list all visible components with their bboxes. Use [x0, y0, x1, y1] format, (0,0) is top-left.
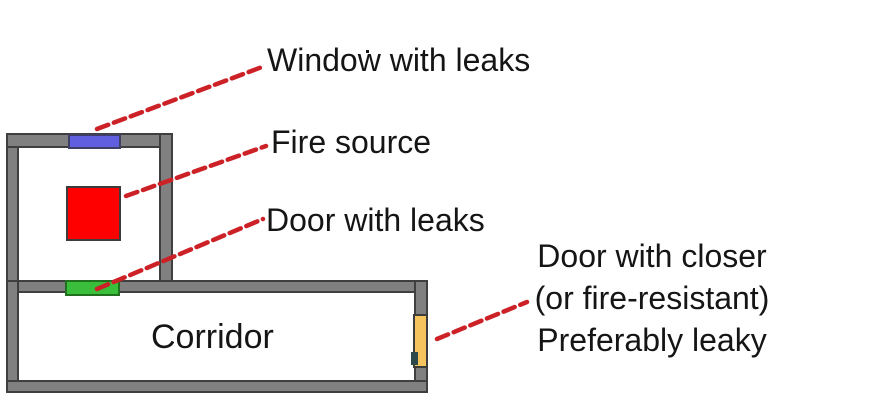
- window-leaks-label: Window with leaks: [267, 42, 531, 78]
- room-left-wall: [6, 133, 19, 293]
- stray-mark: [366, 50, 369, 53]
- door-closer-leader-line: [434, 299, 530, 342]
- door-leaks-label: Door with leaks: [266, 202, 485, 238]
- door-closer-label-line1: Door with closer: [537, 238, 767, 274]
- annotation-lines: [94, 64, 530, 342]
- window-leader-line: [94, 64, 265, 132]
- door-closer-label: Door with closer (or fire-resistant) Pre…: [522, 235, 782, 361]
- window-with-leaks-marker: [68, 134, 121, 149]
- corridor-bottom-wall: [6, 380, 428, 393]
- fire-source-label: Fire source: [271, 124, 432, 160]
- fire-source-marker: [66, 186, 121, 241]
- door-closer-label-line2: (or fire-resistant): [534, 280, 770, 316]
- room-right-wall: [159, 133, 173, 293]
- door-with-leaks-marker: [65, 280, 120, 296]
- corridor-left-wall: [6, 280, 19, 393]
- door-closer-label-line3: Preferably leaky: [537, 322, 767, 358]
- door-closer-handle: [411, 352, 418, 365]
- corridor-label: Corridor: [151, 318, 274, 356]
- door-leaks-leader-line: [94, 216, 266, 292]
- fire-leader-line: [123, 143, 269, 199]
